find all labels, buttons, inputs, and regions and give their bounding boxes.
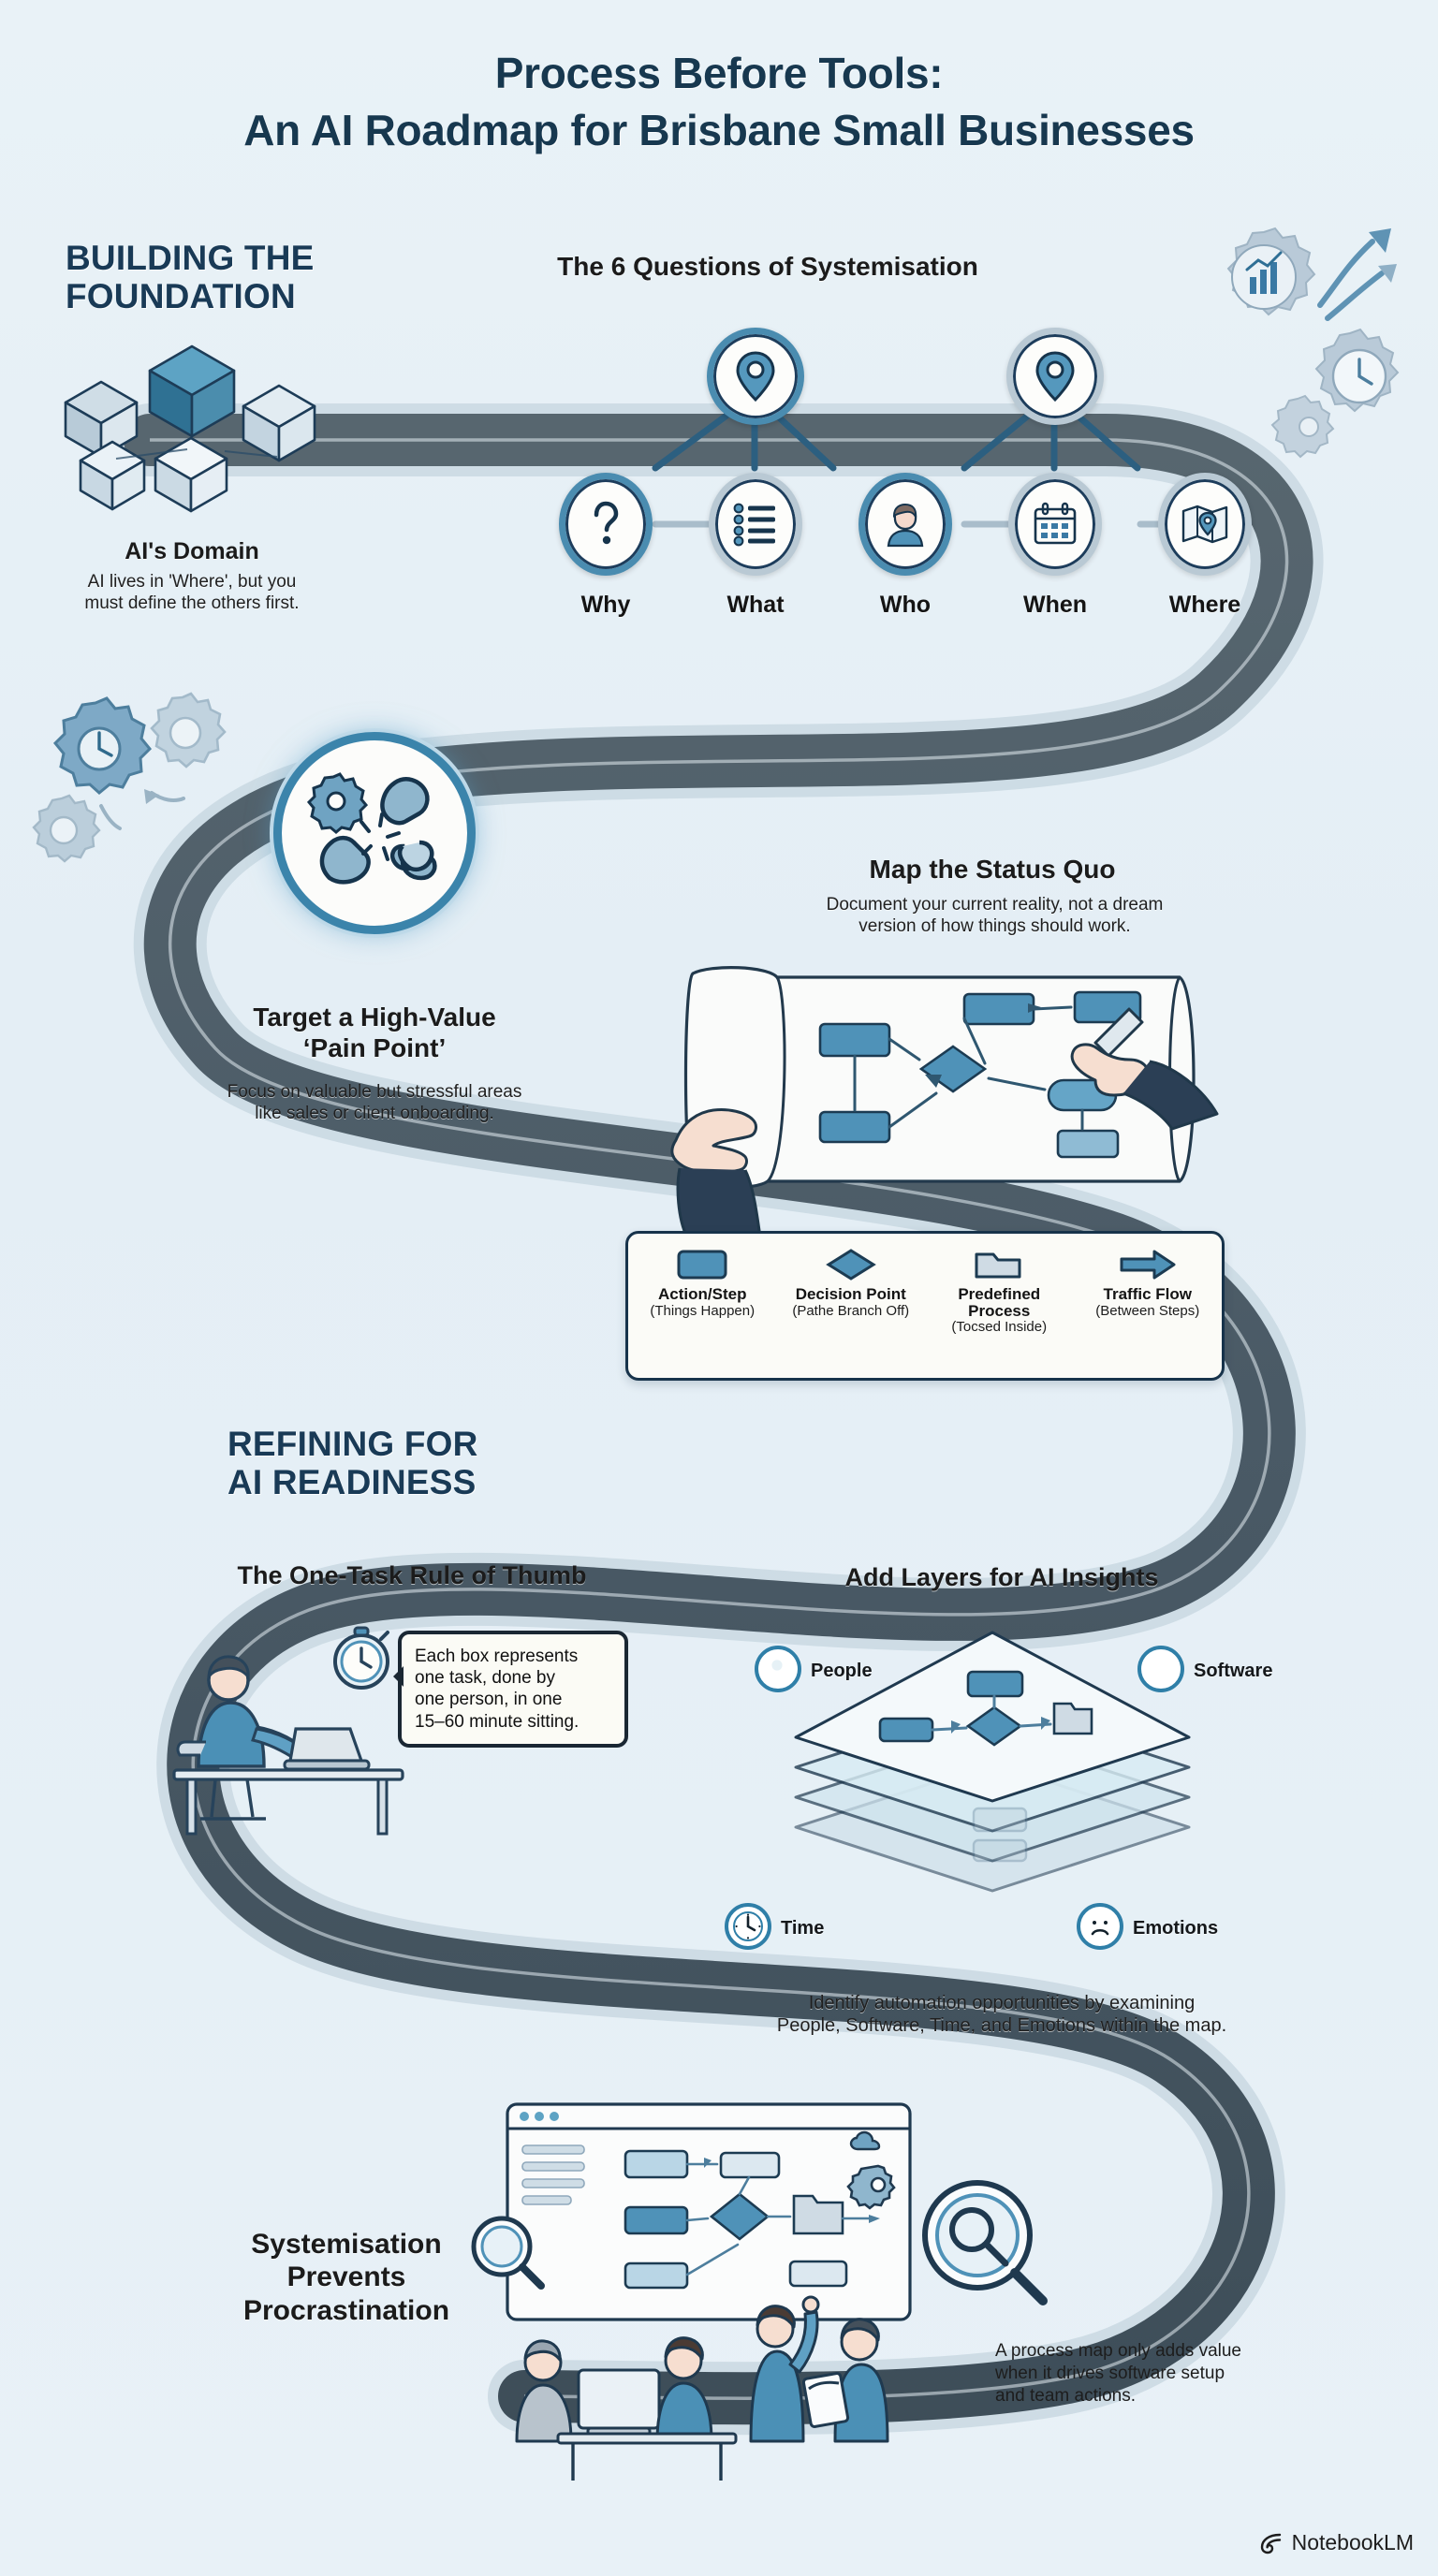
- pain-point-title: Target a High-Value ‘Pain Point’: [140, 1002, 609, 1063]
- pain-point-title-line-1: Target a High-Value: [253, 1003, 496, 1032]
- cloud-icon: [1146, 1659, 1176, 1679]
- watermark-label: NotebookLM: [1291, 2530, 1414, 2554]
- layer-label-time: Time: [781, 1918, 825, 1939]
- question-node-why[interactable]: [559, 473, 653, 576]
- legend-label-action: Action/Step: [658, 1285, 747, 1303]
- question-node-where[interactable]: [1158, 473, 1252, 576]
- map-pin-icon: [736, 351, 775, 402]
- question-label-who: Who: [879, 592, 932, 618]
- isometric-cubes-icon: [56, 337, 365, 515]
- one-task-callout: Each box represents one task, done by on…: [393, 1631, 628, 1748]
- ai-domain-title: AI's Domain: [125, 538, 259, 564]
- sad-face-icon: [1084, 1910, 1116, 1942]
- procrastination-title-line-3: Procrastination: [242, 2294, 450, 2326]
- foundation-heading-line-1: BUILDING THE: [66, 239, 315, 277]
- pain-point-subtitle: Focus on valuable but stressful areas li…: [140, 1081, 609, 1124]
- flowchart-legend-panel: Action/Step (Things Happen) Decision Poi…: [625, 1231, 1225, 1381]
- procrastination-caption: A process map only adds value when it dr…: [995, 2340, 1351, 2407]
- layer-label-emotions: Emotions: [1133, 1918, 1219, 1939]
- legend-label-decision: Decision Point: [795, 1285, 906, 1303]
- section-heading-foundation: BUILDING THE FOUNDATION: [66, 239, 421, 316]
- legend-note-decision: (Pathe Branch Off): [792, 1302, 910, 1319]
- title-line-2: An AI Roadmap for Brisbane Small Busines…: [243, 105, 1195, 154]
- one-task-title: The One-Task Rule of Thumb: [237, 1561, 587, 1589]
- question-node-what[interactable]: [709, 473, 802, 576]
- legend-label-flow: Traffic Flow: [1103, 1285, 1192, 1303]
- watermark: NotebookLM: [1259, 2530, 1414, 2555]
- map-location-icon: [1181, 504, 1228, 545]
- refining-heading-line-1: REFINING FOR: [227, 1425, 478, 1463]
- legend-item-predefined: Predefined Process (Tocsed Inside): [925, 1249, 1074, 1335]
- person-icon: [883, 502, 928, 548]
- calendar-icon: [1033, 502, 1078, 546]
- layers-caption-line-1: Identify automation opportunities by exa…: [808, 1993, 1196, 2013]
- gear-chart-decor-group: [1198, 215, 1423, 459]
- legend-label-predefined: Predefined Process: [958, 1285, 1041, 1320]
- status-quo-sub-line-2: version of how things should work.: [858, 916, 1131, 937]
- pain-point-sub-line-2: like sales or client onboarding.: [255, 1104, 494, 1124]
- question-label-why: Why: [580, 592, 631, 618]
- map-pin-icon: [1035, 351, 1075, 402]
- notebooklm-logo-icon: [1259, 2531, 1284, 2555]
- team-process-illustration: [471, 2097, 1075, 2490]
- ai-domain-subtitle: AI lives in 'Where', but you must define…: [28, 571, 356, 614]
- legend-note-action: (Things Happen): [650, 1302, 756, 1319]
- legend-item-decision: Decision Point (Pathe Branch Off): [777, 1249, 926, 1335]
- pain-point-gears-decor: [32, 688, 281, 866]
- stacked-layers-icon: [740, 1610, 1245, 1994]
- procrastination-caption-line-3: and team actions.: [995, 2385, 1136, 2406]
- question-label-where: Where: [1168, 592, 1241, 618]
- section-heading-refining: REFINING FOR AI READINESS: [227, 1425, 602, 1502]
- people-icon: [763, 1658, 793, 1680]
- layer-label-people: People: [811, 1661, 873, 1681]
- layer-badge-software[interactable]: [1137, 1646, 1184, 1692]
- question-label-what: What: [726, 592, 785, 618]
- procrastination-title-line-2: Prevents: [286, 2261, 406, 2293]
- legend-item-flow: Traffic Flow (Between Steps): [1074, 1249, 1223, 1335]
- broken-chain-knot-icon: [306, 772, 440, 893]
- legend-item-action: Action/Step (Things Happen): [628, 1249, 777, 1335]
- procrastination-title: Systemisation Prevents Procrastination: [187, 2228, 506, 2327]
- status-quo-subtitle: Document your current reality, not a dre…: [740, 894, 1250, 937]
- question-node-top-left[interactable]: [707, 328, 804, 425]
- procrastination-title-line-1: Systemisation: [251, 2229, 442, 2260]
- layers-title: Add Layers for AI Insights: [844, 1563, 1159, 1591]
- ai-domain-sub-line-2: must define the others first.: [84, 593, 300, 614]
- layers-caption-line-2: People, Software, Time, and Emotions wit…: [776, 2015, 1227, 2037]
- one-task-callout-line-2: one task, done by: [415, 1668, 555, 1689]
- pain-point-icon-circle[interactable]: [273, 732, 476, 934]
- one-task-callout-line-4: 15–60 minute sitting.: [415, 1711, 580, 1732]
- layer-badge-people[interactable]: [755, 1646, 801, 1692]
- one-task-callout-line-1: Each box represents: [415, 1647, 579, 1666]
- refining-heading-line-2: AI READINESS: [227, 1463, 477, 1502]
- legend-note-predefined: (Tocsed Inside): [951, 1318, 1048, 1335]
- question-node-who[interactable]: [858, 473, 952, 576]
- questions-heading: The 6 Questions of Systemisation: [557, 252, 978, 281]
- bullet-list-icon: [733, 503, 777, 547]
- layer-badge-emotions[interactable]: [1077, 1903, 1123, 1950]
- status-quo-sub-line-1: Document your current reality, not a dre…: [826, 895, 1164, 915]
- question-label-when: When: [1022, 592, 1088, 618]
- page-title: Process Before Tools: An AI Roadmap for …: [0, 45, 1438, 158]
- status-quo-title: Map the Status Quo: [869, 855, 1116, 884]
- legend-note-flow: (Between Steps): [1095, 1302, 1200, 1319]
- layer-badge-time[interactable]: [725, 1903, 771, 1950]
- person-at-desk-icon: [167, 1624, 410, 1839]
- procrastination-caption-line-2: when it drives software setup: [995, 2363, 1225, 2383]
- question-mark-icon: [590, 501, 622, 548]
- question-node-top-right[interactable]: [1006, 328, 1104, 425]
- pain-point-title-line-2: ‘Pain Point’: [302, 1033, 447, 1063]
- clock-icon: [732, 1910, 764, 1942]
- pain-point-sub-line-1: Focus on valuable but stressful areas: [227, 1082, 522, 1102]
- one-task-callout-line-3: one person, in one: [415, 1690, 563, 1710]
- ai-domain-sub-line-1: AI lives in 'Where', but you: [87, 572, 297, 592]
- layer-label-software: Software: [1194, 1661, 1273, 1681]
- hand-drawn-process-map-icon: [655, 957, 1236, 1256]
- title-line-1: Process Before Tools:: [494, 49, 944, 97]
- foundation-heading-line-2: FOUNDATION: [66, 277, 296, 316]
- procrastination-caption-line-1: A process map only adds value: [995, 2341, 1241, 2361]
- layers-caption: Identify automation opportunities by exa…: [693, 1992, 1311, 2038]
- question-node-when[interactable]: [1008, 473, 1102, 576]
